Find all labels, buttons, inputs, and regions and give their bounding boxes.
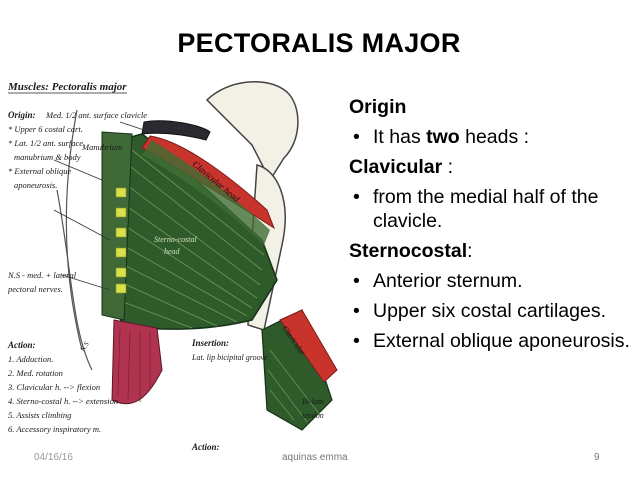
two-heads-bullet: •It has two heads : <box>353 126 530 148</box>
sterno-head-label: head <box>164 247 181 256</box>
insertion-label: Insertion: <box>191 338 229 348</box>
action-line-4: 5. Assists climbing <box>8 410 71 420</box>
nerve-line-0: N.S - med. + lateral <box>7 270 77 280</box>
insertion-line: Lat. lip bicipital groove <box>191 353 268 362</box>
sternocostal-bullet-1: •Upper six costal cartilages. <box>353 300 607 322</box>
action-line-2: 3. Clavicular h. --> flexion <box>7 382 100 392</box>
figure-header: Muscles: Pectoralis major <box>7 81 127 93</box>
manubrium-label: Manubrium <box>81 142 122 152</box>
origin-line-0: Med. 1/2 ant. surface clavicle <box>45 110 147 120</box>
rib-outline-2 <box>65 109 83 351</box>
origin-line-5: aponeurosis. <box>14 180 57 190</box>
muscle-fibers <box>113 149 265 329</box>
clavicular-head-fibers <box>142 140 270 245</box>
sternocostal-bullet-0: •Anterior sternum. <box>353 270 523 292</box>
bullet-dot: • <box>353 126 360 148</box>
footer-author: aquinas emma <box>282 452 348 463</box>
inset-clavicular-strip <box>279 309 338 383</box>
anatomy-figure: Muscles: Pectoralis major Origin: Med. 1… <box>2 70 342 465</box>
action2-label: Action: <box>191 442 220 452</box>
shoulder-bone <box>205 80 299 182</box>
clavicular-bullet: •from the medial half of the clavicle. <box>353 186 599 232</box>
bullet-dot: • <box>353 330 360 352</box>
clavicular-heading: Clavicular : <box>349 156 454 178</box>
action-label: Action: <box>7 340 36 350</box>
origin-line-2: * Lat. 1/2 ant. surface <box>8 138 83 148</box>
sterno-costal-label: Sterno-costal <box>154 235 197 244</box>
bullet-dot: • <box>353 300 360 322</box>
origin-label: Origin: <box>8 110 36 120</box>
footer-date: 04/16/16 <box>34 452 73 463</box>
origin-line-4: * External oblique <box>8 166 71 176</box>
pectoralis-diagram: Muscles: Pectoralis major Origin: Med. 1… <box>7 80 338 452</box>
nerve-line-1: pectoral nerves. <box>7 284 63 294</box>
slide-title: PECTORALIS MAJOR <box>177 28 461 58</box>
tendon-label: tendon <box>302 411 324 420</box>
footer-page-number: 9 <box>594 452 600 463</box>
bullet-dot: • <box>353 270 360 292</box>
external-oblique-muscle <box>111 319 163 405</box>
bullet-dot: • <box>353 186 360 208</box>
costal-cartilages <box>115 187 127 294</box>
slide-text: Origin •It has two heads : Clavicular : … <box>349 95 634 359</box>
clavicle-bone <box>141 120 211 141</box>
action-line-3: 4. Sterno-costal h. --> extension <box>8 396 118 406</box>
origin-heading: Origin <box>349 96 407 118</box>
origin-line-1: * Upper 6 costal cart. <box>8 124 83 134</box>
action-line-0: 1. Adduction. <box>8 354 53 364</box>
sternocostal-heading: Sternocostal: <box>349 240 473 262</box>
origin-line-3: manubrium & body <box>14 152 81 162</box>
bi-lam-label: Bi-lam <box>302 397 324 406</box>
sternocostal-bullet-2: •External oblique aponeurosis. <box>353 330 630 352</box>
rib-outline-1 <box>56 189 93 371</box>
action-line-1: 2. Med. rotation <box>8 368 63 378</box>
action-line-5: 6. Accessory inspiratory m. <box>8 424 101 434</box>
